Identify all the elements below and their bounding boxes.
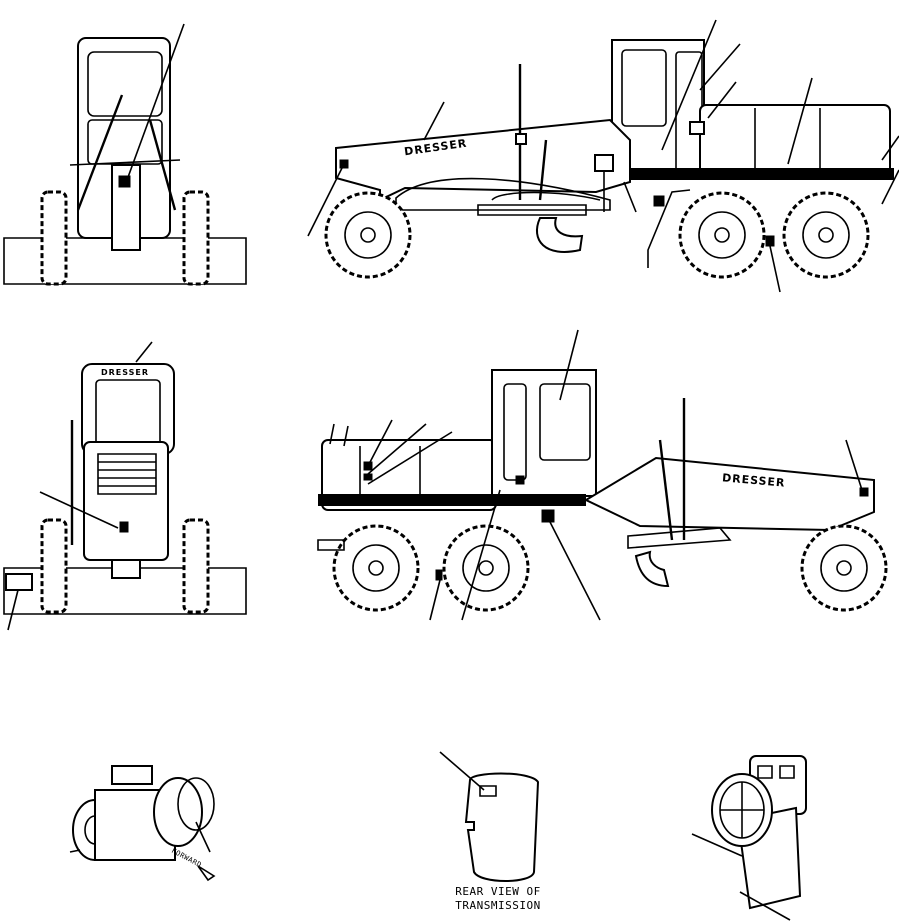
- rear-view: [4, 342, 246, 630]
- left-side-view: [308, 20, 899, 292]
- transmission-rear-view: [440, 752, 538, 881]
- caption-rear-view-line1: REAR VIEW OF: [455, 885, 541, 898]
- front-view: [4, 24, 246, 284]
- caption-rear-view-line2: TRANSMISSION: [455, 899, 541, 912]
- steering-column-view: [692, 756, 806, 920]
- transmission-view: [70, 766, 214, 880]
- brand-lettering-rear-view: DRESSER: [101, 368, 150, 377]
- right-side-view: [318, 330, 886, 620]
